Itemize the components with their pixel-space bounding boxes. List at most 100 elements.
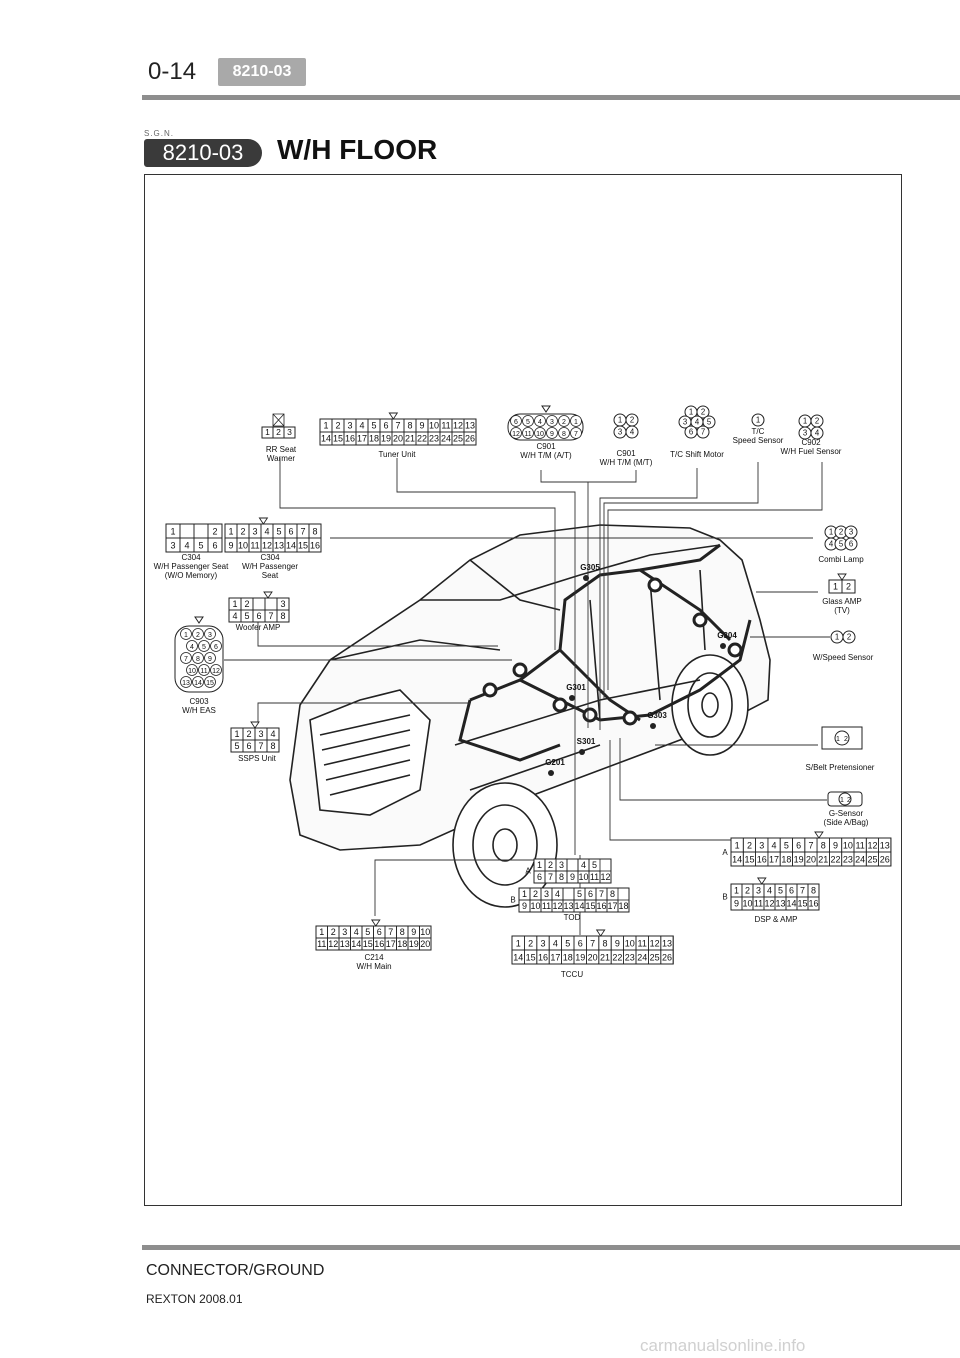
pin-number: 16 [345, 434, 355, 444]
pin-number: 2 [747, 840, 752, 850]
connector-label: (TV) [834, 606, 850, 615]
pin-socket [204, 676, 216, 688]
connector-lock-tab [814, 831, 824, 839]
pin-number: 11 [441, 421, 450, 431]
pin-number: 14 [786, 899, 796, 909]
ground-point [579, 749, 585, 755]
pin-number: 15 [363, 939, 373, 949]
pin-number: 9 [228, 540, 233, 550]
connector-lock-tab [370, 919, 381, 927]
pin-number: 1 [835, 633, 839, 642]
pin-number: 24 [441, 434, 451, 444]
pin-socket [625, 425, 639, 439]
pin-number: 1 [735, 840, 740, 850]
pin-number: 3 [347, 421, 352, 431]
pin-socket [198, 640, 210, 652]
pin-number: 21 [600, 952, 610, 962]
pin-number: 14 [321, 434, 331, 444]
connector-label: Glass AMP [822, 597, 862, 606]
pin-number: 3 [280, 599, 285, 609]
connector-label: G-Sensor [829, 809, 864, 818]
leader-lines [224, 458, 830, 935]
pin-number: 6 [789, 886, 794, 896]
pin-number: 16 [374, 939, 384, 949]
pin-number: 10 [536, 431, 544, 438]
ground-label-g304: G304 [717, 631, 737, 640]
pin-number: 1 [689, 408, 693, 417]
pin-number: 2 [276, 427, 281, 437]
connector-lock-tab [250, 721, 260, 729]
connector-lock-tab [258, 517, 269, 525]
pin-number: 10 [625, 938, 635, 948]
pin-number: 17 [550, 952, 560, 962]
pin-number: 5 [234, 741, 239, 751]
pin-number: 26 [880, 854, 890, 864]
connector-label: S/Belt Pretensioner [806, 763, 875, 772]
pin-number: 6 [578, 938, 583, 948]
section-number-badge: 8210-03 [144, 139, 262, 167]
pin-number: 22 [831, 854, 841, 864]
connector-label: Seat [262, 571, 279, 580]
pin-number: 6 [537, 872, 542, 882]
pin-number: 13 [775, 899, 785, 909]
pin-number: 3 [342, 927, 347, 937]
pin-socket [570, 415, 582, 427]
pin-number: 2 [562, 419, 566, 426]
ground-label-g303: G303 [647, 711, 667, 720]
pin-cell [283, 426, 296, 439]
pin-number: 3 [559, 860, 564, 870]
pin-socket [180, 676, 192, 688]
pin-number: 2 [815, 417, 819, 426]
pin-number: 1 [232, 599, 237, 609]
pin-socket [198, 664, 210, 676]
watermark-text: carmanualsonline.info [640, 1336, 806, 1355]
pin-number: 3 [756, 886, 761, 896]
sgn-label: S.G.N. [144, 129, 175, 138]
connector-lock-tab [541, 405, 551, 413]
pin-number: 19 [381, 434, 391, 444]
pin-number: 14 [513, 952, 523, 962]
pin-number: 6 [288, 526, 293, 536]
connector-label: W/Speed Sensor [813, 653, 874, 662]
pin-socket [570, 427, 582, 439]
connector-label: C304 [260, 553, 280, 562]
connector-lock-tab [194, 616, 204, 624]
pin-number: 18 [781, 854, 791, 864]
pin-number: 2 [240, 526, 245, 536]
pin-number: 2 [246, 729, 251, 739]
pin-number: 11 [542, 901, 551, 911]
pin-socket [522, 415, 534, 427]
pin-number: 9 [550, 431, 554, 438]
pin-number: 8 [312, 526, 317, 536]
pin-number: 24 [855, 854, 865, 864]
pin-number: 1 [228, 526, 233, 536]
pin-socket [696, 405, 710, 419]
pin-socket [204, 652, 216, 664]
pin-number: 12 [552, 901, 562, 911]
pin-number: 22 [612, 952, 622, 962]
pin-number: 16 [757, 854, 767, 864]
pin-number: 15 [797, 899, 807, 909]
pin-socket [204, 628, 216, 640]
pin-number: 14 [574, 901, 584, 911]
pin-socket [844, 537, 858, 551]
connector-label: DSP & AMP [755, 915, 798, 924]
pin-number: 17 [607, 901, 617, 911]
connector-label: W/H EAS [182, 706, 216, 715]
pin-number: 12 [453, 421, 463, 431]
pin-socket [180, 652, 192, 664]
pin-number: 3 [849, 528, 853, 537]
pin-number: 26 [662, 952, 672, 962]
pin-number: 4 [270, 729, 275, 739]
pin-number: 4 [829, 540, 834, 549]
pin-number: 3 [803, 429, 807, 438]
pin-number: 3 [252, 526, 257, 536]
pin-cell [266, 739, 280, 753]
